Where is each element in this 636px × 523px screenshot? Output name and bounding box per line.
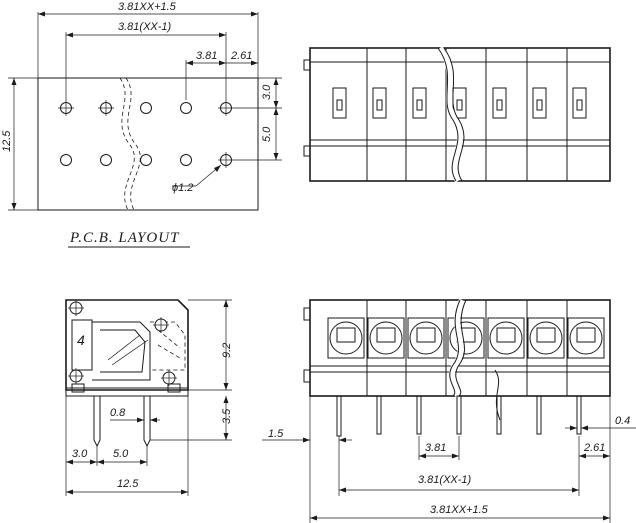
side-dim-pin-spacing: 5.0 [113, 448, 129, 460]
pcb-dim-pitch-span: 3.81(XX-1) [118, 21, 172, 33]
front-view-pins [336, 395, 582, 437]
side-view-number: 4 [77, 332, 85, 348]
pcb-layout-view: 3.81XX+1.5 3.81(XX-1) 3.81 2.61 12.5 3.0 [1, 1, 282, 248]
front-view-break-line [449, 299, 461, 397]
front-view-openings [327, 317, 605, 359]
top-view-outline [309, 47, 611, 182]
side-dim-depth: 12.5 [117, 478, 139, 490]
pcb-hole [100, 154, 112, 166]
side-view-pin-1 [93, 396, 101, 448]
pcb-hole [140, 102, 152, 114]
pcb-dim-hole: ϕ1.2 [172, 182, 193, 194]
side-dim-pin-width: 0.8 [110, 407, 126, 419]
front-dim-total-width: 3.81XX+1.5 [430, 504, 489, 516]
front-view: 1.5 0.4 3.81 2.61 3.81(XX-1) 3.81XX+1.5 [262, 298, 636, 523]
pcb-hole [60, 154, 72, 166]
front-dim-pitch-span: 3.81(XX-1) [418, 474, 472, 486]
front-dim-edge: 2.61 [583, 442, 605, 454]
pcb-dim-row-offset: 3.0 [261, 84, 273, 100]
side-view: 4 9.2 [65, 299, 233, 496]
top-view-windows [332, 87, 587, 119]
front-dim-pitch: 3.81 [425, 442, 446, 454]
pcb-hole [140, 154, 152, 166]
pcb-hole-row-1 [60, 102, 232, 114]
pcb-dim-row-spacing: 5.0 [261, 126, 273, 142]
front-dim-pin-offset: 1.5 [268, 428, 284, 440]
pcb-outline [37, 77, 259, 211]
pcb-hole [180, 154, 192, 166]
side-view-outline [65, 299, 189, 391]
pcb-dim-height: 12.5 [1, 130, 13, 152]
pcb-dim-total-width: 3.81XX+1.5 [118, 1, 177, 13]
pcb-dim-edge: 2.61 [230, 50, 252, 62]
side-dim-height: 9.2 [221, 343, 233, 358]
side-view-pin-2 [143, 396, 151, 448]
pcb-layout-title: P.C.B. LAYOUT [69, 230, 180, 246]
pcb-hole [180, 102, 192, 114]
side-dim-pin-offset: 3.0 [72, 448, 88, 460]
top-view [303, 46, 611, 183]
top-view-break-line [437, 47, 459, 182]
pcb-break-line [119, 77, 135, 211]
pcb-dim-pitch: 3.81 [196, 50, 217, 62]
pcb-hole-row-2 [60, 154, 232, 166]
side-dim-pin-length: 3.5 [221, 408, 233, 424]
front-dim-pin-thickness: 0.4 [615, 415, 630, 427]
pcb-break-line-2 [125, 77, 141, 211]
